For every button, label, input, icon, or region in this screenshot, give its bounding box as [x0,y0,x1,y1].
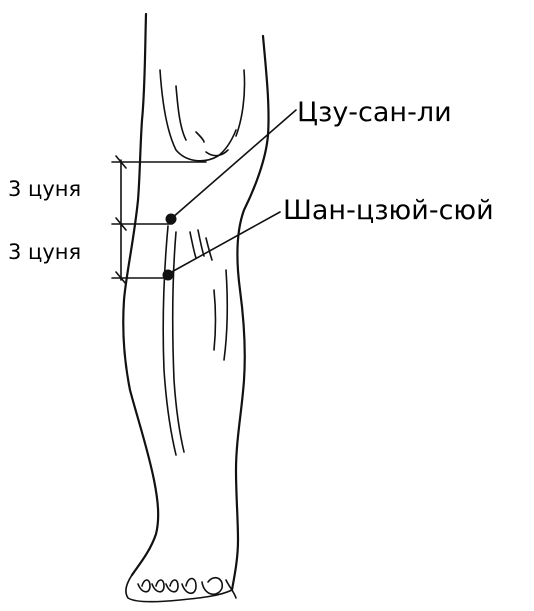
point-label-lower: Шан-цзюй-сюй [283,195,494,226]
toe-2 [152,580,164,592]
leader-line-upper [172,110,296,218]
tibia-line-inner [173,232,184,452]
measure-label-lower: 3 цуня [8,240,81,264]
leader-line-lower [168,212,280,274]
leg-inner-contour [232,36,269,590]
toe-5 [202,578,222,595]
foot-outline [126,575,232,602]
knee-stroke-3 [236,70,245,136]
knee-stroke-4 [196,132,204,142]
muscle-hatch-1 [190,232,196,258]
leader-lines [168,110,296,274]
measure-label-upper: 3 цуня [8,177,81,201]
measurement-guides [112,156,206,284]
toe-1 [138,580,150,592]
toe-6 [226,580,236,598]
leg-drawing [123,14,268,602]
acupoint-upper-dot [166,214,177,225]
toe-3 [166,580,178,592]
leg-outer-contour [123,14,158,575]
knee-stroke-1 [160,70,236,161]
knee-stroke-2 [176,86,186,140]
calf-stroke-2 [224,270,227,360]
muscle-hatch-2 [198,230,204,256]
toe-4 [182,579,196,594]
point-label-upper: Цзу-сан-ли [297,97,452,128]
calf-stroke [214,290,216,350]
acupoint-lower-dot [163,270,174,281]
muscle-hatch-3 [206,238,212,260]
